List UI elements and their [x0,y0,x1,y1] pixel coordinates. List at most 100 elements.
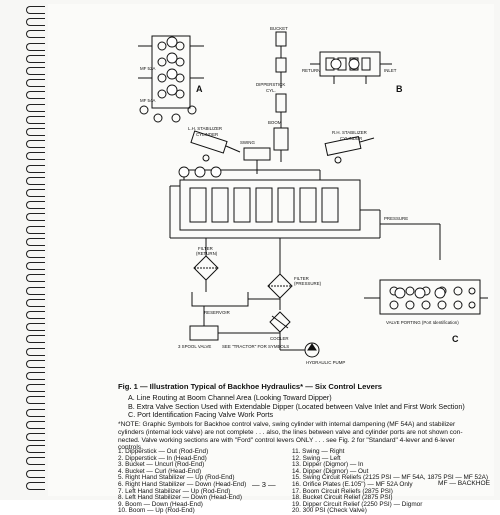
binding-ring [26,115,45,124]
footnote-line: controls. [118,444,143,452]
figure-notes: A. Line Routing at Boom Channel Area (Lo… [128,393,488,420]
legend-item: 7. Left Hand Stabilizer — Up (Rod-End) [118,487,231,495]
control-valve [169,169,381,239]
legend-item: 13. Dipper (Digmor) — In [292,461,364,469]
binding-ring [26,286,45,295]
footer-tag: MF — BACKHOE [438,480,491,487]
filter-pressure [267,238,293,299]
label-boom: BOOM [268,120,282,125]
binding-ring [26,54,45,63]
label-reservoir: RESERVOIR [204,310,230,315]
binding-ring [26,457,45,466]
legend-item: 5. Right Hand Stabilizer — Up (Rod-End) [118,474,235,482]
binding-ring [26,140,45,149]
label-cooler: COOLER [270,336,289,341]
legend-item: 1. Dipperstick — Out (Rod-End) [118,448,209,455]
label-swing: SWING [240,140,255,145]
port-grid-a [138,35,204,123]
filter-return [193,238,219,292]
binding-ring [26,274,45,283]
spiral-binding [26,0,45,500]
rh-stabilizer-cylinder [324,136,375,164]
label-mf52a: MF 52A [140,66,155,71]
label-filter-pressure: (PRESSURE) [294,281,322,286]
figure-title: Fig. 1 — Illustration Typical of Backhoe… [118,382,383,391]
footnote-line: *NOTE: Graphic Symbols for Backhoe contr… [118,421,456,428]
legend-item: 2. Dipperstick — In (Head-End) [118,454,207,462]
manual-page: A B C BUCKET DIPPERSTICK CYL. BOOM SWING… [26,0,494,514]
binding-ring [26,237,45,246]
callout-badges [166,36,446,299]
legend-item: 16. Orifice Plates (E.105") — MF 52A Onl… [292,480,413,488]
label-3-spool: 3 SPOOL VALVE [178,344,211,349]
cylinder-stack [273,31,289,162]
legend-item: 9. Boom — Down (Head-End) [118,500,203,508]
legend-item: 18. Bucket Circuit Relief (2875 PSI) [292,494,393,502]
footnote-line: cylinders (internal lock valve) are not … [118,428,463,436]
binding-ring [26,250,45,258]
label-bucket: BUCKET [270,26,288,31]
label-filter-2: FILTER [294,276,309,281]
legend-item: 8. Left Hand Stabilizer — Down (Head-End… [118,494,242,502]
label-hydraulic-pump: HYDRAULIC PUMP [306,360,345,365]
reservoir [191,292,281,310]
figure-note-c: C. Port Identification Facing Valve Work… [128,410,274,420]
label-valve-porting: VALVE PORTING (Port Identification) [386,320,459,325]
binding-ring [26,103,45,112]
legend-item: 17. Boom Circuit Reliefs (2875 PSI) [292,487,393,495]
label-pressure: PRESSURE [384,216,408,221]
binding-ring [26,67,45,75]
binding-ring [26,79,45,88]
legend-item: 15. Swing Circuit Reliefs (2125 PSI — MF… [292,474,489,482]
binding-ring [26,445,45,454]
binding-ring [26,213,45,222]
label-return: RETURN [302,68,320,73]
label-rh-cyl: CYLINDER [340,136,362,141]
legend-item: 20. 300 PSI (Check Valve) [292,507,367,515]
binding-ring [26,469,45,478]
binding-ring [26,298,45,307]
figure-note-b: B. Extra Valve Section Used with Extenda… [128,401,465,411]
three-spool-valve [189,306,280,341]
binding-ring [26,372,45,380]
valve-porting-c [364,279,488,315]
binding-ring [26,201,45,210]
binding-ring [26,152,45,161]
hydraulic-pump [279,332,320,358]
label-dipperstick: DIPPERSTICK [256,82,285,87]
hydraulic-schematic: A B C BUCKET DIPPERSTICK CYL. BOOM SWING… [138,26,488,365]
binding-ring [26,225,45,234]
label-see-tractor: SEE "TRACTOR" FOR SYMBOLS [222,344,289,349]
binding-ring [26,164,45,173]
cooler [269,311,291,333]
lh-stabilizer-cylinder [190,130,241,162]
label-b: B [396,84,403,94]
page-number: — 3 — [252,480,276,489]
label-a: A [196,84,203,94]
binding-ring [26,262,45,271]
figure-note-a: A. Line Routing at Boom Channel Area (Lo… [128,393,332,402]
binding-ring [26,189,45,197]
binding-ring [26,420,45,429]
legend-item: 3. Bucket — Uncurl (Rod-End) [118,461,205,469]
binding-ring [26,396,45,405]
binding-ring [26,42,45,51]
binding-ring [26,359,45,368]
legend-item: 12. Swing — Left [292,454,341,462]
footnote-paragraph: *NOTE: Graphic Symbols for Backhoe contr… [118,421,486,452]
label-rh-stab: R.H. STABILIZER [332,130,367,135]
page-leaf [48,4,494,496]
binding-ring [26,433,45,441]
footnote-line: nected. Valve working sections are with … [118,436,455,444]
label-lh-stab: L.H. STABILIZER [188,126,222,131]
binding-ring [26,408,45,417]
binding-ring [26,347,45,356]
legend-item: 4. Bucket — Curl (Head-End) [118,467,202,475]
label-lh-cyl: CYLINDER [196,132,218,137]
swing-cylinder [243,147,271,174]
legend-item: 14. Dipper (Digmor) — Out [292,467,369,475]
label-inlet: INLET [384,68,397,73]
binding-ring [26,335,45,344]
binding-ring [26,128,45,136]
binding-ring [26,6,45,14]
